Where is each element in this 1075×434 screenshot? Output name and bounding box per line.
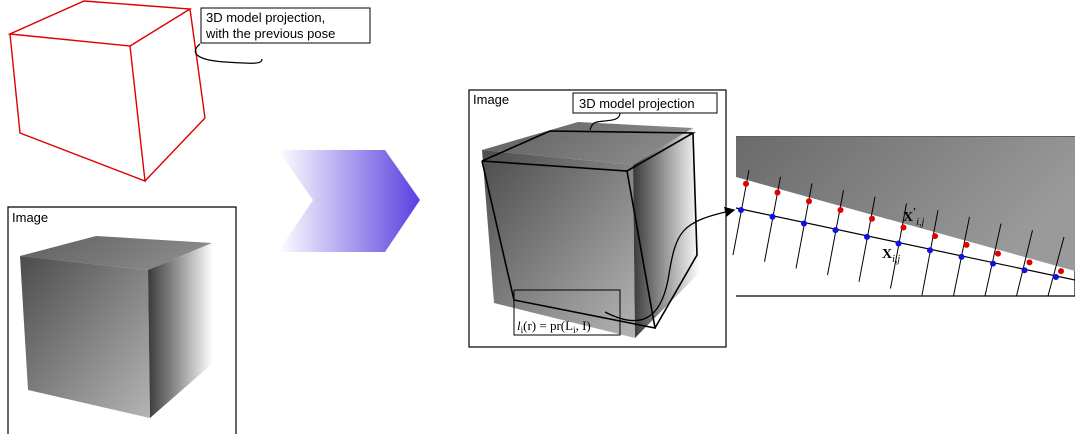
- sample-point: [801, 220, 807, 227]
- image-label-left: Image: [12, 210, 48, 225]
- line-profile-formula: li(r) = pr(Li, I): [517, 318, 591, 335]
- edge-point: [932, 233, 938, 240]
- zoom-detail-panel: X′i,j Xi,j: [732, 136, 1075, 297]
- edge-point: [743, 180, 749, 187]
- shaded-cube-right: [482, 122, 700, 338]
- search-line: [984, 223, 1002, 297]
- projection-current-callout: [572, 92, 718, 114]
- svg-text:li(r) = pr(Li, I): li(r) = pr(Li, I): [517, 318, 591, 335]
- edge-point: [837, 206, 844, 213]
- search-line: [1016, 230, 1033, 297]
- edge-point: [806, 198, 812, 205]
- sample-point: [832, 227, 839, 234]
- edge-points: [743, 180, 1064, 275]
- sample-point: [895, 240, 902, 247]
- zoom-connector-arrow: [604, 206, 736, 322]
- sample-point: [864, 233, 870, 240]
- svg-text:Xi,j: Xi,j: [882, 247, 900, 265]
- current-projection-wireframe: [481, 130, 698, 330]
- shaded-cube-left: [20, 236, 213, 418]
- sample-point: [1021, 267, 1028, 274]
- edge-point: [900, 224, 907, 231]
- transition-arrow: [278, 150, 420, 252]
- projected-edge-line: [735, 207, 1075, 281]
- image-panel-left: Image: [7, 206, 237, 434]
- sample-points: [738, 207, 1059, 280]
- zoom-region-box: [513, 289, 621, 336]
- callout-line-1: 3D model projection,: [206, 10, 325, 25]
- sample-point: [1053, 273, 1059, 280]
- sample-point: [990, 260, 996, 267]
- search-line: [1047, 236, 1065, 297]
- projection-previous-callout: 3D model projection, with the previous p…: [194, 7, 371, 64]
- image-panel-right: Image 3D model projection li(r) = pr(Li,…: [468, 89, 736, 348]
- edge-point: [1026, 259, 1033, 266]
- callout-line-2: with the previous pose: [205, 26, 335, 41]
- edge-point: [1058, 268, 1064, 275]
- edge-point: [869, 215, 875, 222]
- svg-text:X′i,j: X′i,j: [903, 206, 924, 228]
- sample-point: [769, 213, 776, 220]
- edge-point: [995, 250, 1001, 257]
- edge-point: [963, 241, 970, 248]
- image-label-right: Image: [473, 92, 509, 107]
- edge-point: [774, 189, 781, 196]
- sample-point: [927, 247, 933, 254]
- projection-current-label: 3D model projection: [579, 96, 695, 111]
- edge-point-label: X′i,j: [903, 206, 924, 228]
- sample-point-label: Xi,j: [882, 247, 900, 265]
- sample-point: [958, 253, 965, 260]
- sample-point: [738, 207, 744, 214]
- previous-pose-wireframe: [7, 0, 206, 183]
